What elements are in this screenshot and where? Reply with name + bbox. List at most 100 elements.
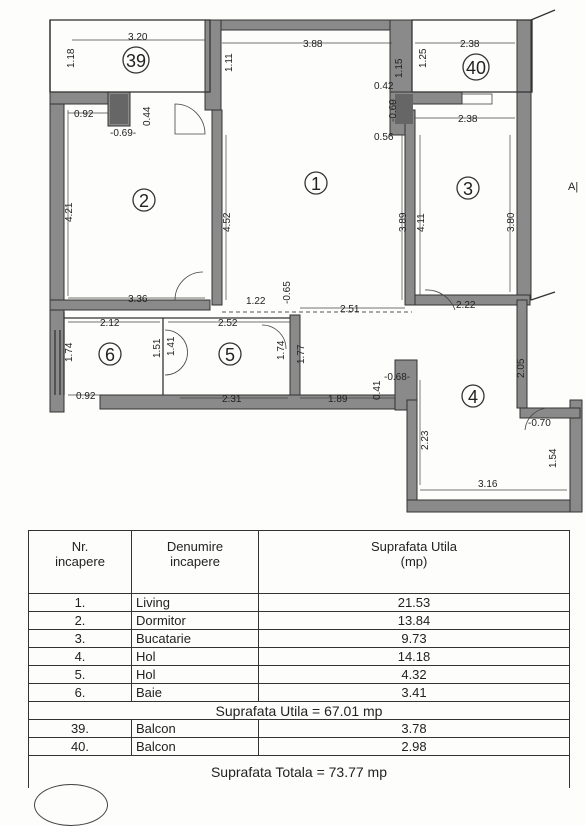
dimension-lines	[67, 39, 567, 491]
wall-hall4-sw	[406, 399, 418, 511]
walls	[49, 19, 583, 513]
table-row: 4. Hol 14.18	[28, 647, 570, 666]
subtotal-row: Suprafata Utila = 67.01 mp	[28, 701, 570, 720]
wall-column-left	[204, 19, 222, 111]
wall-hall4-east-upper	[516, 299, 528, 409]
cell-area: 9.73	[258, 629, 570, 648]
cell-area: 3.78	[258, 719, 570, 738]
room-marker	[462, 53, 490, 81]
dim-label: 2.23	[420, 430, 431, 450]
cell-area: 2.98	[258, 737, 570, 756]
room-numbers: 1 2 3 4 5 6 39 40	[98, 46, 490, 408]
room-marker	[456, 176, 480, 200]
edge-label: A|	[568, 181, 578, 193]
room-number: 3	[463, 179, 473, 199]
cell-area: 21.53	[258, 593, 570, 612]
cell-nr: 39.	[28, 719, 132, 738]
table-row: 5. Hol 4.32	[28, 665, 570, 684]
balcony-40-outline	[411, 19, 533, 93]
door-entrance	[524, 407, 550, 431]
wall-south	[99, 394, 401, 410]
dim-label: 2.05	[516, 358, 527, 378]
wall-hall4-west	[394, 359, 418, 411]
header-text: Denumire incapere	[166, 539, 224, 569]
wall-room2-south	[49, 299, 211, 311]
cell-name: Living	[131, 593, 259, 612]
dim-label: 3.36	[128, 294, 148, 305]
room-number: 4	[468, 387, 478, 407]
door-room5	[261, 324, 287, 350]
cell-area: 4.32	[258, 665, 570, 684]
dim-label: 0.41	[372, 380, 383, 400]
door-room6	[164, 329, 188, 376]
dim-label: 0.44	[142, 106, 153, 126]
cell-name: Hol	[131, 665, 259, 684]
cell-name: Bucatarie	[131, 629, 259, 648]
dim-label: -0.68-	[384, 372, 410, 383]
dimension-labels: 3.20 1.18 3.88 1.11 1.15 2.38 1.25 0.92 …	[64, 32, 578, 490]
door-room2-south	[174, 271, 204, 301]
subtotal-text: Suprafata Utila = 67.01 mp	[28, 701, 570, 720]
room-marker	[122, 46, 150, 74]
header-text: Nr. incapere	[55, 539, 105, 569]
wall-west	[49, 91, 65, 413]
room-marker	[98, 342, 122, 366]
dim-label: 1.22	[246, 296, 266, 307]
cell-nr: 6.	[28, 683, 132, 702]
room-number: 39	[126, 51, 146, 71]
room-number: 2	[139, 191, 149, 211]
wall-hall4-notch	[519, 407, 581, 419]
cell-nr: 5.	[28, 665, 132, 684]
dim-label: 2.31	[222, 394, 242, 405]
cell-nr: 40.	[28, 737, 132, 756]
cell-nr: 1.	[28, 593, 132, 612]
doors	[110, 93, 550, 431]
room-marker	[461, 384, 485, 408]
dim-label: 1.41	[166, 336, 177, 356]
cell-name: Balcon	[131, 719, 259, 738]
dim-label: 2.38	[458, 114, 478, 125]
header-name: Denumire incapere	[131, 530, 259, 594]
dim-label: 0.56	[374, 132, 394, 143]
dim-label: -0.70	[528, 418, 551, 429]
cell-area: 3.41	[258, 683, 570, 702]
cell-area: 14.18	[258, 647, 570, 666]
stamp-seal	[34, 784, 108, 826]
cell-nr: 4.	[28, 647, 132, 666]
room-number: 1	[311, 174, 321, 194]
dim-label: 1.74	[276, 340, 287, 360]
dim-label: 3.16	[478, 479, 498, 490]
cell-name: Balcon	[131, 737, 259, 756]
floor-plan: 3.20 1.18 3.88 1.11 1.15 2.38 1.25 0.92 …	[49, 9, 583, 513]
dim-label: 4.11	[416, 213, 427, 232]
dim-label: 4.21	[64, 202, 75, 222]
door-room3	[424, 289, 456, 311]
total-text: Suprafata Totala = 73.77 mp	[28, 755, 570, 788]
cell-nr: 3.	[28, 629, 132, 648]
dim-label: 2.22	[456, 300, 476, 311]
dim-label: 1.25	[418, 48, 429, 68]
area-table-wrapper: Nr. incapere Denumire incapere Suprafata…	[28, 530, 570, 788]
wall-living-west	[211, 109, 223, 306]
cell-name: Baie	[131, 683, 259, 702]
dim-label: 3.89	[398, 212, 409, 232]
chimney-right	[395, 94, 413, 124]
dim-label: 1.77	[296, 344, 307, 364]
dim-label: 4.52	[222, 212, 233, 232]
dim-label: 3.80	[506, 212, 517, 232]
door-room2	[174, 103, 206, 135]
dim-label: 1.51	[152, 338, 163, 358]
dim-label: 2.52	[218, 318, 238, 329]
dim-label: 2.51	[340, 304, 360, 315]
dim-label: 0.92	[76, 391, 96, 402]
room-marker	[132, 188, 156, 212]
total-row: Suprafata Totala = 73.77 mp	[28, 755, 570, 788]
cell-area: 13.84	[258, 611, 570, 630]
cell-name: Dormitor	[131, 611, 259, 630]
room-marker	[304, 171, 328, 195]
chimney-left	[110, 94, 128, 124]
dim-label: 0.92	[74, 109, 94, 120]
header-area: Suprafata Utila (mp)	[258, 530, 570, 594]
dim-label: 1.18	[66, 48, 77, 68]
dim-label: 1.15	[394, 58, 405, 78]
